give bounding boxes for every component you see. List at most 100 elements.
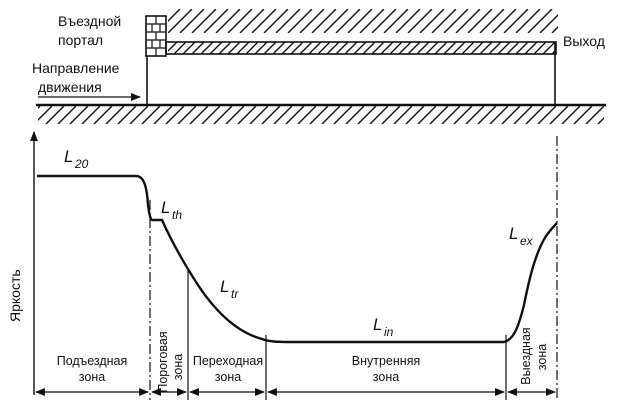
label-lth: L th <box>161 198 182 222</box>
roof-hatch-line <box>467 9 493 33</box>
zone-threshold-label-line2: зона <box>171 354 185 380</box>
ground-hatch-line <box>297 106 317 124</box>
band-hatch-line <box>254 42 268 54</box>
tunnel-lining-hatching <box>168 42 556 54</box>
roof-hatch-line <box>203 9 229 33</box>
band-hatch-line <box>551 49 556 54</box>
ground-hatch-line <box>405 106 425 124</box>
band-hatch-line <box>299 42 313 54</box>
band-hatch-line <box>497 42 511 54</box>
ground-hatch-line <box>321 106 341 124</box>
ground-hatch-line <box>597 117 604 124</box>
ground-hatch-line <box>69 106 89 124</box>
roof-hatch-line <box>227 9 253 33</box>
zone-exit-label-line2: зона <box>535 344 549 370</box>
ground-hatch-line <box>393 106 413 124</box>
roof-hatch-line <box>503 9 529 33</box>
roof-hatch-line <box>407 9 433 33</box>
band-hatch-line <box>168 42 178 52</box>
roof-hatch-line <box>311 9 337 33</box>
band-hatch-line <box>272 42 286 54</box>
y-axis-label: Яркость <box>7 269 23 322</box>
ground-hatch-line <box>38 106 53 121</box>
roof-hatch-line <box>527 9 553 33</box>
zone-transition-label-line1: Переходная <box>193 354 263 368</box>
ground-hatch-line <box>165 106 185 124</box>
roof-hatch-line <box>191 9 217 33</box>
exit-label: Выход <box>563 33 605 49</box>
ground-hatch-line <box>129 106 149 124</box>
ground-hatch-line <box>585 106 604 124</box>
ground-hatch-line <box>213 106 233 124</box>
ground-hatch-line <box>369 106 389 124</box>
band-hatch-line <box>218 42 232 54</box>
label-ltr: L tr <box>220 277 239 301</box>
band-hatch-line <box>371 42 385 54</box>
ground-hatch-line <box>189 106 209 124</box>
label-lex: L ex <box>509 224 534 248</box>
ground-hatch-line <box>93 106 113 124</box>
band-hatch-line <box>335 42 349 54</box>
entrance-portal-label-line1: Въездной <box>58 13 121 29</box>
entrance-portal-label-line2: портал <box>58 32 103 48</box>
ground-hatch-line <box>261 106 281 124</box>
band-hatch-line <box>452 42 466 54</box>
band-hatch-line <box>317 42 331 54</box>
ground-hatch-line <box>489 106 509 124</box>
band-hatch-line <box>398 42 412 54</box>
band-hatch-line <box>209 42 223 54</box>
roof-hatch-line <box>419 9 445 33</box>
ground-hatch-line <box>225 106 245 124</box>
ground-hatching <box>38 106 604 124</box>
ground-hatch-line <box>381 106 401 124</box>
tunnel-section: Въездной портал Направление движения Вых… <box>32 9 606 124</box>
label-lin-main: L <box>373 315 382 334</box>
roof-hatch-line <box>479 9 505 33</box>
roof-hatch-line <box>335 9 361 33</box>
band-hatch-line <box>290 42 304 54</box>
ground-hatch-line <box>573 106 593 124</box>
band-hatch-line <box>533 42 547 54</box>
tunnel-lining-band <box>165 41 557 55</box>
ground-hatch-line <box>441 106 461 124</box>
roof-hatch-line <box>371 9 397 33</box>
ground-hatch-line <box>177 106 197 124</box>
roof-hatch-line <box>168 9 193 33</box>
band-hatch-line <box>281 42 295 54</box>
luminance-curve <box>37 174 558 344</box>
zone-boundaries-solid <box>187 268 507 400</box>
label-l20: L 20 <box>64 147 89 171</box>
ground-hatch-line <box>285 106 305 124</box>
roof-hatch-line <box>251 9 277 33</box>
band-hatch-line <box>344 42 358 54</box>
band-hatch-line <box>245 42 259 54</box>
direction-label-line1: Направление <box>32 60 120 76</box>
roof-hatch-line <box>299 9 325 33</box>
ground-hatch-line <box>537 106 557 124</box>
ground-hatch-line <box>117 106 137 124</box>
roof-hatch-line <box>168 9 181 22</box>
roof-hatch-line <box>359 9 385 33</box>
roof-hatch-line <box>431 9 457 33</box>
ground-hatch-line <box>513 106 533 124</box>
zone-boundaries <box>149 136 558 400</box>
zone-interior-label-line2: зона <box>373 370 399 384</box>
zone-access-label-line2: зона <box>79 370 105 384</box>
band-hatch-line <box>191 42 205 54</box>
zone-interior-label-line1: Внутренняя <box>352 354 420 368</box>
ground-hatch-line <box>57 106 77 124</box>
band-hatch-line <box>308 42 322 54</box>
ground-hatch-line <box>345 106 365 124</box>
ground-hatch-line <box>561 106 581 124</box>
roof-hatch-line <box>455 9 481 33</box>
ground-hatch-line <box>453 106 473 124</box>
zone-threshold-label-line1: Пороговая <box>156 331 170 392</box>
band-hatch-line <box>416 42 430 54</box>
band-hatch-line <box>434 42 448 54</box>
ground-hatch-line <box>45 106 65 124</box>
label-ltr-sub: tr <box>231 287 239 301</box>
ground-hatch-line <box>81 106 101 124</box>
label-l20-sub: 20 <box>74 157 89 171</box>
ground-hatch-line <box>525 106 545 124</box>
